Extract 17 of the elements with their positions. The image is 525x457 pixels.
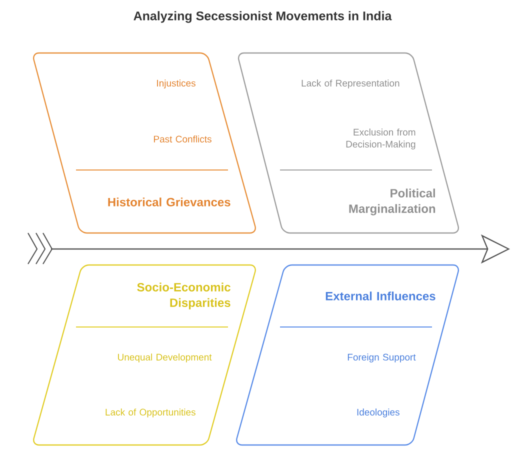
factor-text: Ideologies xyxy=(357,408,400,418)
category-box xyxy=(33,264,256,446)
title: Analyzing Secessionist Movements in India xyxy=(134,11,392,23)
category-heading: Socio-Economic Disparities xyxy=(137,282,230,310)
factor-text: Foreign Support xyxy=(348,354,416,362)
category-heading: Political Marginalization xyxy=(349,188,436,216)
factor-text: Unequal Development xyxy=(118,354,212,362)
factor-text: Exclusion from Decision-Making xyxy=(346,128,416,150)
factor-text: Lack of Representation xyxy=(302,80,400,88)
factor-text: Lack of Opportunities xyxy=(106,408,196,418)
category-heading: External Influences xyxy=(326,292,436,300)
factor-text: Past Conflicts xyxy=(154,136,212,142)
category-box xyxy=(32,52,256,234)
category-box xyxy=(236,264,460,446)
category-box xyxy=(238,52,460,234)
category-heading: Historical Grievances xyxy=(108,198,230,206)
factor-text: Injustices xyxy=(157,80,196,88)
